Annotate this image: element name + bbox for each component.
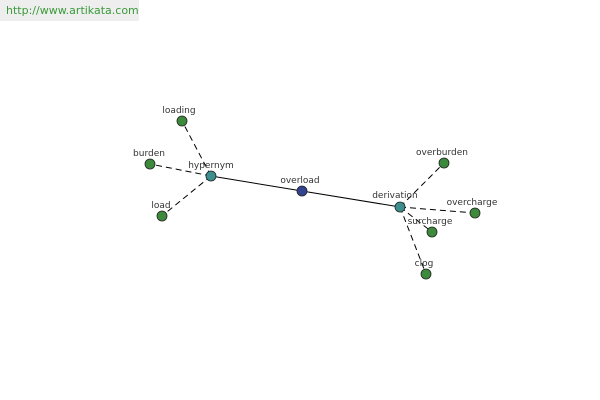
node-label-clog[interactable]: clog: [415, 259, 434, 269]
node-derivation[interactable]: [394, 201, 406, 213]
edge-derivation-overcharge: [399, 206, 476, 214]
node-hypernym[interactable]: [205, 170, 217, 182]
edge-derivation-clog: [399, 206, 427, 275]
node-overburden[interactable]: [438, 157, 450, 169]
edge-derivation-surcharge: [399, 206, 433, 233]
node-label-burden[interactable]: burden: [133, 149, 165, 159]
node-burden[interactable]: [144, 158, 156, 170]
node-label-load[interactable]: load: [151, 201, 170, 211]
watermark-bar: http://www.artikata.com: [0, 0, 139, 21]
node-label-overcharge[interactable]: overcharge: [447, 198, 498, 208]
node-label-overburden[interactable]: overburden: [416, 148, 468, 158]
node-label-overload[interactable]: overload: [280, 176, 319, 186]
edge-hypernym-loading: [181, 120, 212, 177]
node-overcharge[interactable]: [469, 207, 481, 219]
watermark-url[interactable]: http://www.artikata.com: [6, 4, 139, 17]
node-overload[interactable]: [296, 185, 308, 197]
node-label-surcharge[interactable]: surcharge: [408, 217, 453, 227]
edge-derivation-overburden: [399, 162, 445, 208]
node-load[interactable]: [156, 210, 168, 222]
edge-overload-hypernym: [210, 175, 303, 192]
node-label-derivation[interactable]: derivation: [372, 191, 418, 201]
node-label-hypernym[interactable]: hypernym: [188, 161, 234, 171]
edge-hypernym-burden: [149, 163, 212, 177]
node-label-loading[interactable]: loading: [162, 106, 195, 116]
edge-hypernym-load: [161, 175, 212, 217]
node-surcharge[interactable]: [426, 226, 438, 238]
node-loading[interactable]: [176, 115, 188, 127]
node-clog[interactable]: [420, 268, 432, 280]
edge-overload-derivation: [301, 190, 401, 208]
